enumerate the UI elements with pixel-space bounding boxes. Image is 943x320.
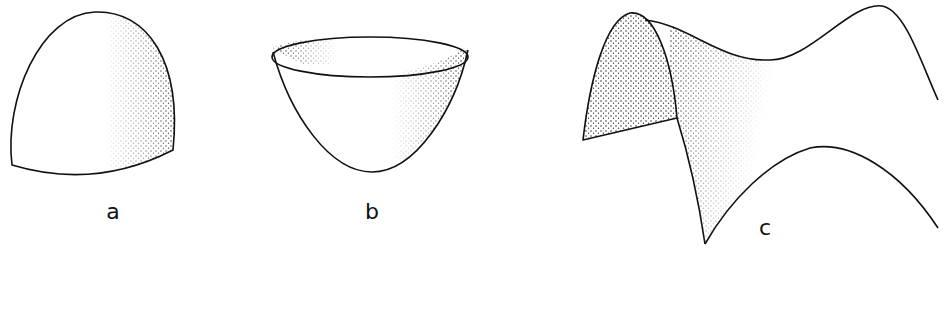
figure-label: a [106,201,119,223]
figure-label: c [759,217,771,239]
figure-label: b [365,201,379,223]
